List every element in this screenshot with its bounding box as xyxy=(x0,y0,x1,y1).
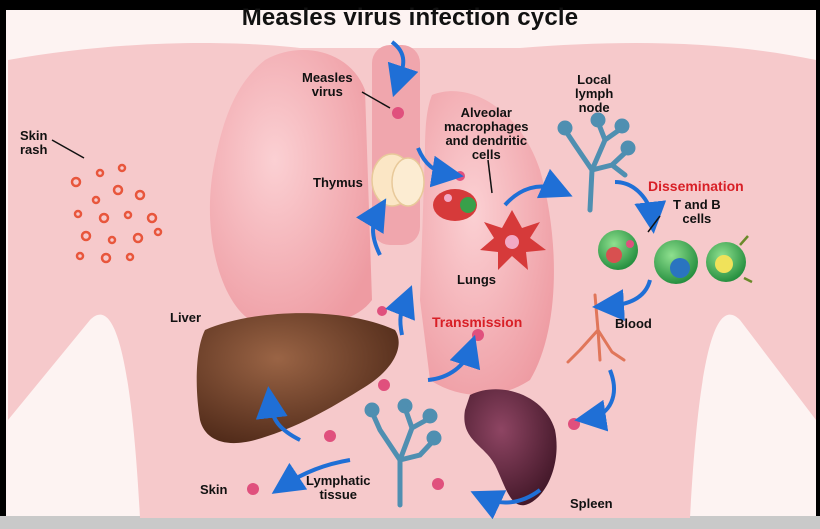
diagram-title: Measles virus infection cycle xyxy=(0,4,820,32)
thymus xyxy=(372,154,424,206)
trachea xyxy=(372,45,420,245)
label-dissemination: Dissemination xyxy=(648,179,744,193)
label-spleen: Spleen xyxy=(570,497,613,511)
label-liver: Liver xyxy=(170,311,201,325)
label-skin: Skin xyxy=(200,483,227,497)
label-blood: Blood xyxy=(615,317,652,331)
label-thymus: Thymus xyxy=(313,176,363,190)
label-transmission: Transmission xyxy=(432,315,522,329)
alveolar-macrophage xyxy=(433,189,477,221)
label-lungs: Lungs xyxy=(457,273,496,287)
